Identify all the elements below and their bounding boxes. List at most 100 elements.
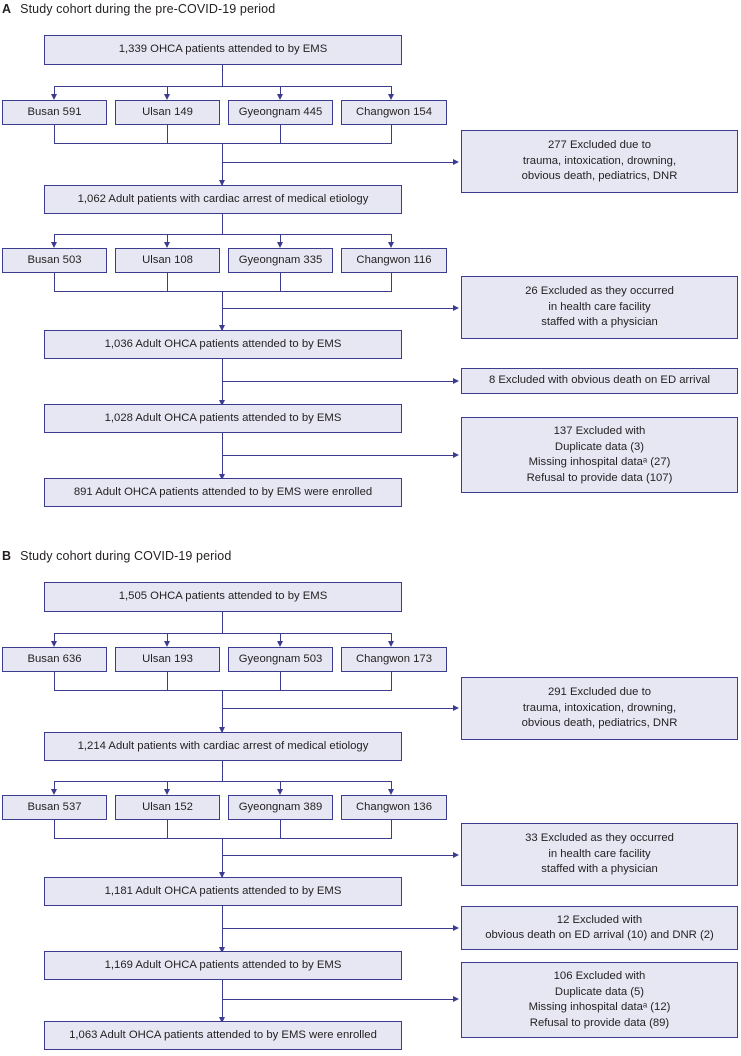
arrow-a-2-2 — [164, 242, 170, 248]
connector-a-merge-1-1 — [54, 125, 55, 143]
box-a-stage-3: 1,036 Adult OHCA patients attended to by… — [44, 330, 402, 359]
connector-b-merge-2-3 — [280, 820, 281, 838]
arrow-b-2-1 — [51, 789, 57, 795]
connector-a-drop-1-4 — [391, 86, 392, 95]
connector-a-merge-2-4 — [391, 273, 392, 291]
connector-a-drop-2-1 — [54, 234, 55, 243]
exclusion-line: in health care facility — [548, 300, 651, 313]
arrow-b-2-3 — [277, 789, 283, 795]
arrow-b-1-1 — [51, 641, 57, 647]
connector-a-merge-bar-2 — [54, 291, 392, 292]
box-a-stage-5: 891 Adult OHCA patients attended to by E… — [44, 478, 402, 507]
connector-b-split-2 — [54, 781, 391, 782]
exclusion-line: Duplicate data (5) — [554, 985, 645, 998]
connector-b-stem-2 — [222, 690, 223, 732]
connector-a-drop-2-2 — [167, 234, 168, 243]
arrow-a-excl-3 — [453, 378, 459, 384]
exclusion-line: 277 Excluded due to — [547, 139, 651, 152]
connector-b-stem-split-2 — [222, 761, 223, 781]
exclusion-line: Missing inhospital dataᵃ (27) — [528, 456, 671, 468]
connector-b-drop-1-3 — [280, 633, 281, 642]
connector-b-drop-2-2 — [167, 781, 168, 790]
box-a-exclusion-2: 26 Excluded as they occurred in health c… — [461, 276, 738, 339]
panel-b-letter: B — [2, 549, 12, 563]
box-a-region-1-2: Ulsan 149 — [115, 100, 220, 125]
box-b-exclusion-3: 12 Excluded with obvious death on ED arr… — [461, 906, 738, 950]
box-b-exclusion-2: 33 Excluded as they occurred in health c… — [461, 823, 738, 886]
box-a-exclusion-1: 277 Excluded due to trauma, intoxication… — [461, 130, 738, 193]
arrow-b-2-4 — [388, 789, 394, 795]
exclusion-line: obvious death, pediatrics, DNR — [521, 170, 678, 183]
exclusion-line: Missing inhospital dataᵃ (12) — [528, 1001, 671, 1013]
arrow-a-stage-3 — [219, 325, 225, 331]
arrow-a-1-3 — [277, 94, 283, 100]
connector-a-drop-1-3 — [280, 86, 281, 95]
connector-a-drop-1-1 — [54, 86, 55, 95]
arrow-a-stage-4 — [219, 400, 225, 406]
arrow-a-excl-4 — [453, 452, 459, 458]
arrow-a-2-1 — [51, 242, 57, 248]
connector-b-excl-2 — [222, 855, 454, 856]
box-a-region-2-3: Gyeongnam 335 — [228, 248, 333, 273]
exclusion-line: 8 Excluded with obvious death on ED arri… — [488, 374, 711, 387]
arrow-b-excl-2 — [453, 852, 459, 858]
connector-b-split-1 — [54, 633, 391, 634]
arrow-b-stage-4 — [219, 947, 225, 953]
connector-b-drop-2-4 — [391, 781, 392, 790]
exclusion-line: Duplicate data (3) — [554, 440, 645, 453]
arrow-a-stage-2 — [219, 180, 225, 186]
box-b-region-1-2: Ulsan 193 — [115, 647, 220, 672]
box-b-stage-4: 1,169 Adult OHCA patients attended to by… — [44, 951, 402, 980]
box-a-top: 1,339 OHCA patients attended to by EMS — [44, 35, 402, 65]
arrow-a-2-4 — [388, 242, 394, 248]
box-a-stage-2: 1,062 Adult patients with cardiac arrest… — [44, 185, 402, 214]
arrow-b-stage-2 — [219, 727, 225, 733]
connector-a-excl-3 — [222, 381, 454, 382]
arrow-b-excl-3 — [453, 925, 459, 931]
box-a-region-1-3: Gyeongnam 445 — [228, 100, 333, 125]
connector-a-stem-3 — [222, 291, 223, 330]
connector-a-merge-bar-1 — [54, 143, 392, 144]
box-a-region-2-1: Busan 503 — [2, 248, 107, 273]
connector-b-top-stem — [222, 612, 223, 633]
arrow-b-2-2 — [164, 789, 170, 795]
arrow-a-1-1 — [51, 94, 57, 100]
connector-a-merge-2-2 — [167, 273, 168, 291]
arrow-b-stage-3 — [219, 872, 225, 878]
exclusion-line: staffed with a physician — [541, 863, 658, 876]
connector-b-drop-1-2 — [167, 633, 168, 642]
box-b-region-1-1: Busan 636 — [2, 647, 107, 672]
panel-a-title-text: Study cohort during the pre-COVID-19 per… — [20, 2, 276, 16]
arrow-a-1-4 — [388, 94, 394, 100]
connector-b-merge-2-1 — [54, 820, 55, 838]
box-b-region-1-4: Changwon 173 — [341, 647, 447, 672]
box-a-exclusion-3: 8 Excluded with obvious death on ED arri… — [461, 368, 738, 394]
connector-b-drop-1-4 — [391, 633, 392, 642]
connector-a-stem-2 — [222, 143, 223, 185]
exclusion-line: 12 Excluded with — [556, 913, 643, 926]
connector-a-merge-2-3 — [280, 273, 281, 291]
exclusion-line: 137 Excluded with — [553, 425, 646, 437]
connector-a-stem-4 — [222, 359, 223, 405]
connector-b-excl-4 — [222, 999, 454, 1000]
exclusion-line: 291 Excluded due to — [547, 686, 651, 699]
arrow-b-excl-4 — [453, 996, 459, 1002]
connector-a-excl-2 — [222, 308, 454, 309]
box-b-region-2-4: Changwon 136 — [341, 795, 447, 820]
connector-b-merge-1-4 — [391, 672, 392, 690]
box-b-exclusion-4: 106 Excluded with Duplicate data (5) Mis… — [461, 962, 738, 1038]
connector-b-merge-bar-1 — [54, 690, 392, 691]
arrow-a-stage-5 — [219, 474, 225, 480]
exclusion-line: obvious death on ED arrival (10) and DNR… — [485, 929, 714, 941]
box-a-region-2-2: Ulsan 108 — [115, 248, 220, 273]
connector-a-excl-4 — [222, 455, 454, 456]
arrow-a-excl-1 — [453, 159, 459, 165]
connector-a-stem-split-2 — [222, 214, 223, 234]
connector-a-split-1 — [54, 86, 391, 87]
connector-a-drop-2-4 — [391, 234, 392, 243]
box-b-top: 1,505 OHCA patients attended to by EMS — [44, 582, 402, 612]
exclusion-line: staffed with a physician — [541, 316, 658, 329]
arrow-a-1-2 — [164, 94, 170, 100]
connector-a-stem-5 — [222, 433, 223, 479]
exclusion-line: 106 Excluded with — [553, 970, 646, 982]
